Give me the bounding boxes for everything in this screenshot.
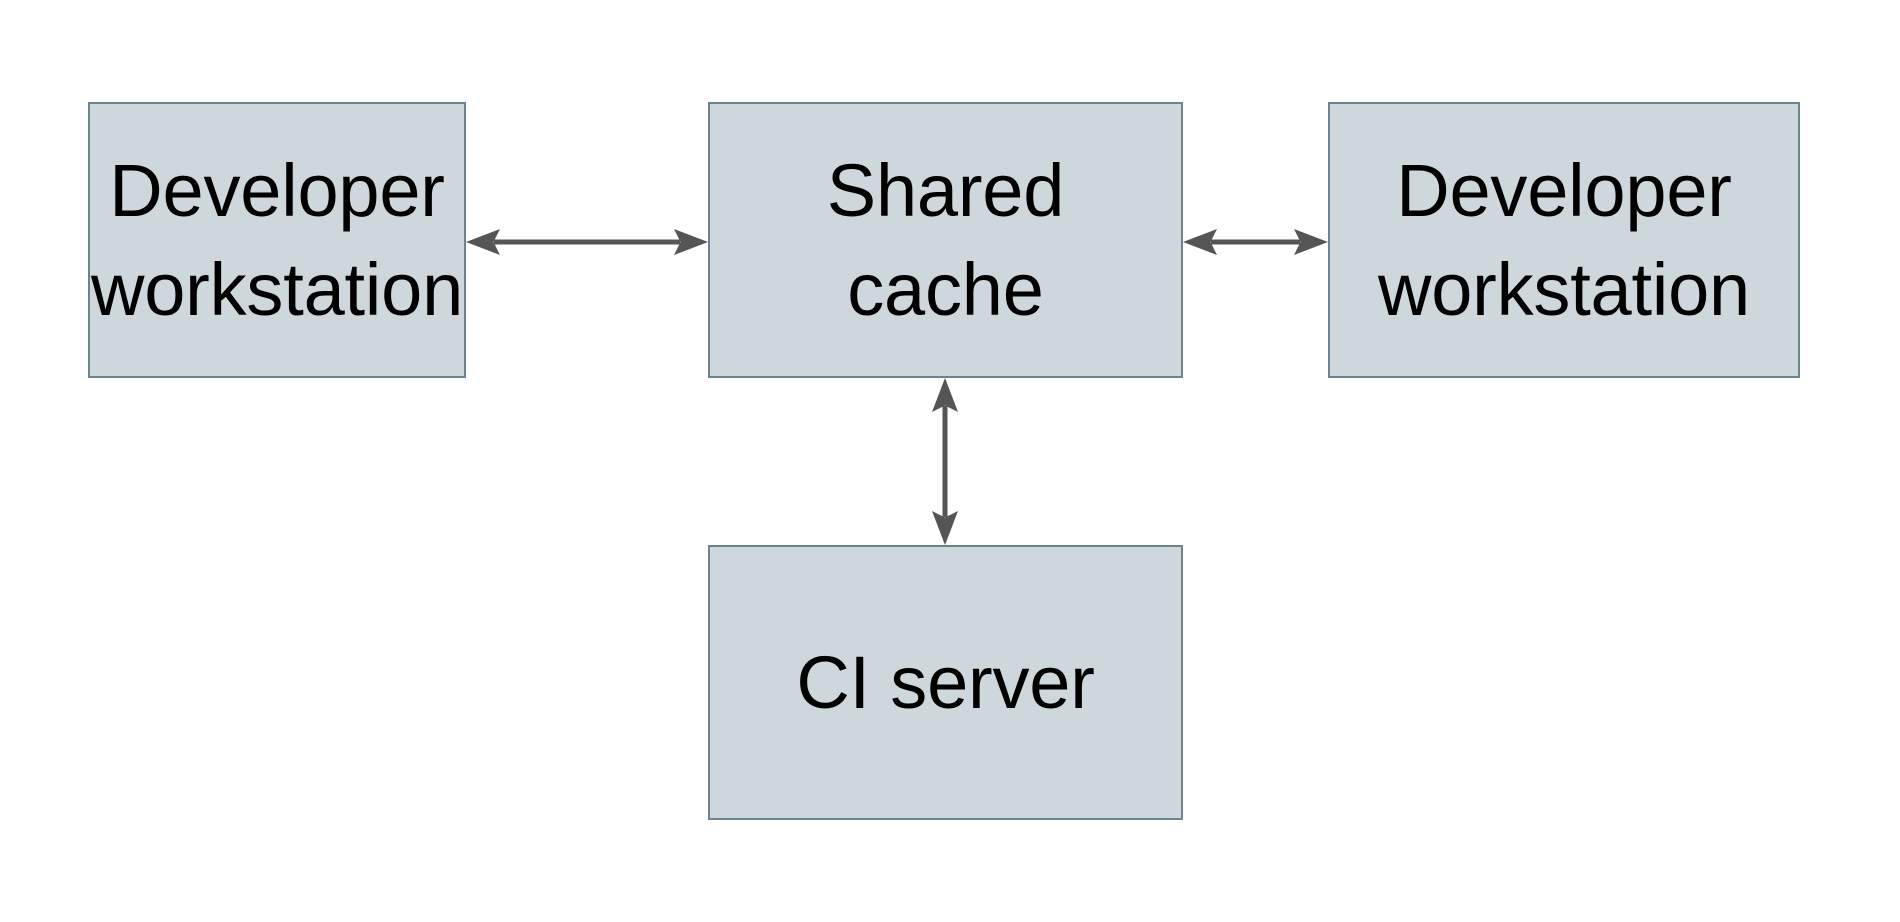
node-ci-server[interactable]: CI server <box>708 545 1183 820</box>
edge-dev-left-to-shared-cache <box>466 226 708 258</box>
node-label: Shared cache <box>826 148 1065 331</box>
node-label: Developer workstation <box>90 148 464 331</box>
node-developer-workstation-right[interactable]: Developer workstation <box>1328 102 1800 378</box>
edge-shared-cache-to-ci-server <box>929 378 961 545</box>
node-label: Developer workstation <box>1377 148 1751 331</box>
edge-shared-cache-to-dev-right <box>1183 226 1328 258</box>
double-arrow-icon <box>466 229 708 255</box>
double-arrow-icon <box>1183 229 1328 255</box>
double-arrow-icon <box>932 378 958 545</box>
node-developer-workstation-left[interactable]: Developer workstation <box>88 102 466 378</box>
node-label: CI server <box>796 640 1095 724</box>
node-shared-cache[interactable]: Shared cache <box>708 102 1183 378</box>
